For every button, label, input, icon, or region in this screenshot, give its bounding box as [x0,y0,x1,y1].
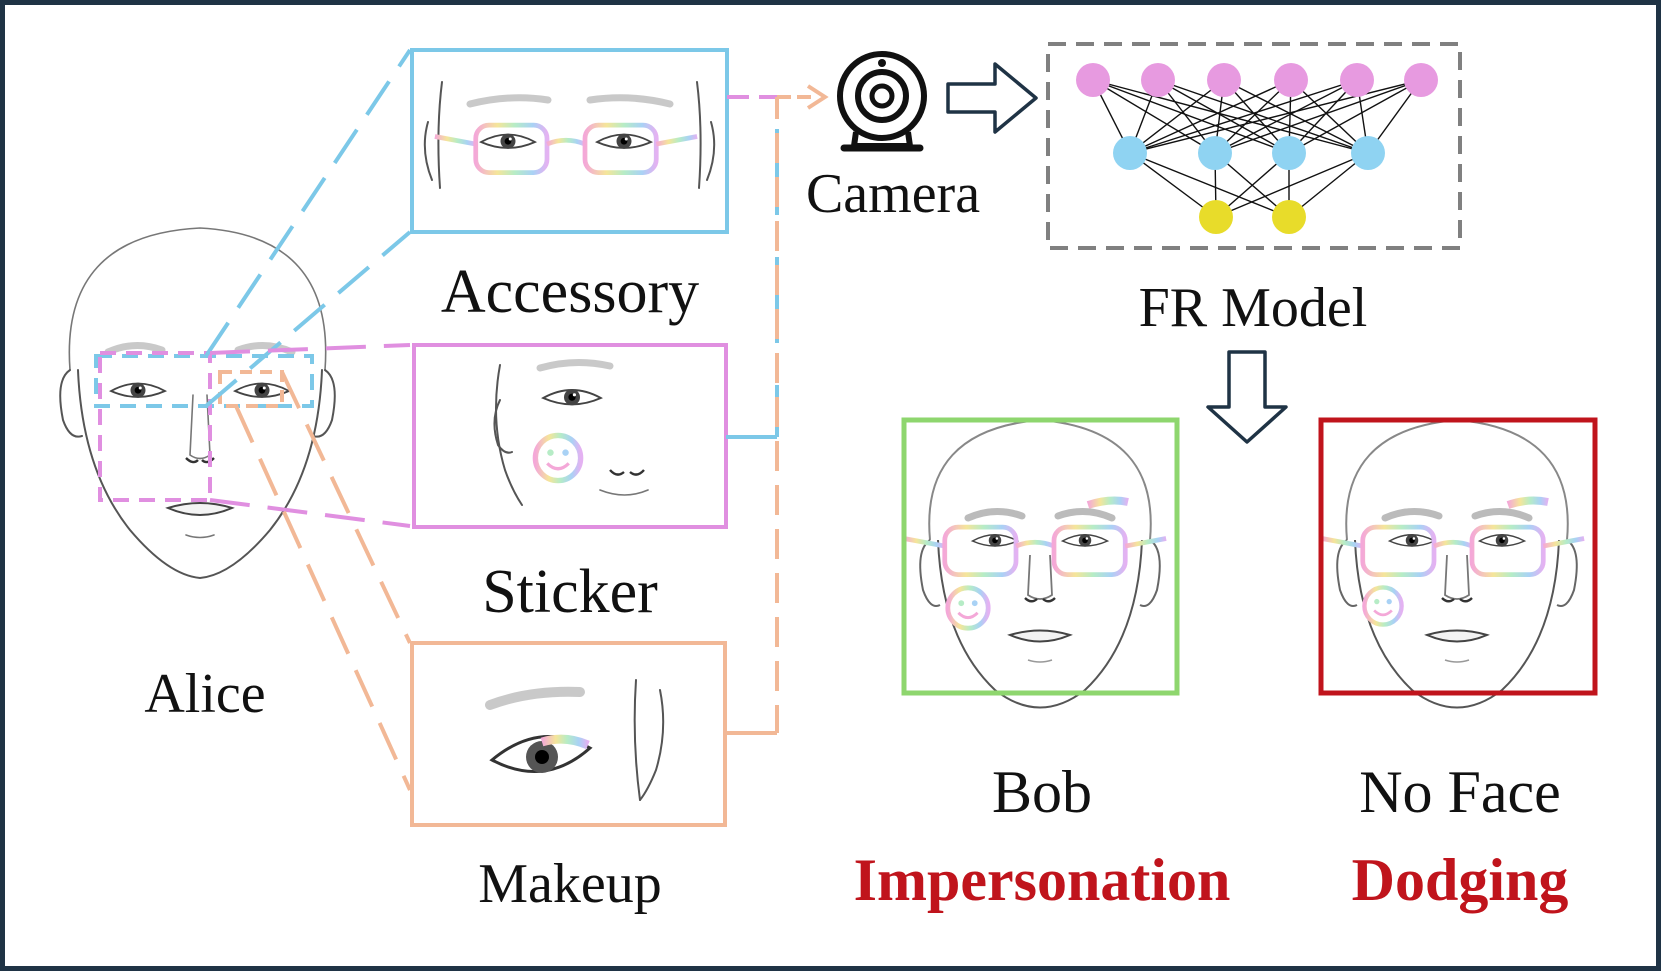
network-edge [1092,79,1216,154]
sticker-panel [412,343,728,529]
fr-model-label: FR Model [1139,277,1368,339]
accessory-label: Accessory [441,258,699,326]
sticker-label: Sticker [482,558,658,626]
output-node [1272,200,1306,234]
hollow-right-arrow-icon [946,62,1038,134]
hidden-node [1113,136,1147,170]
accessory-panel [410,48,729,234]
hidden-node [1351,136,1385,170]
fr-model-box [1046,42,1462,250]
output-node [1199,200,1233,234]
panel-to-camera-connectors [725,84,829,735]
hidden-node [1198,136,1232,170]
hollow-down-arrow-icon [1206,350,1288,444]
network-nodes [1076,63,1438,234]
network-edge [1214,79,1422,154]
network-edge [1129,79,1225,154]
dodging-label: Dodging [1352,847,1569,913]
network-edge [1092,79,1369,154]
network-edge [1129,79,1292,154]
zoom-connectors [204,48,412,791]
makeup-panel [410,641,727,827]
alice-label: Alice [144,663,265,725]
network-edge [1290,79,1369,154]
network-edge [1157,79,1369,154]
bob-label: Bob [992,759,1092,825]
accessory-region-box [94,354,314,408]
network-edge [1288,79,1422,154]
network-edge [1092,79,1290,154]
input-node [1274,63,1308,97]
network-edge [1215,152,1369,218]
input-node [1076,63,1110,97]
dodging-face [1318,417,1598,708]
input-node [1340,63,1374,97]
impersonation-label: Impersonation [854,847,1231,913]
network-edge [1223,79,1369,154]
makeup-region-box [218,370,284,408]
webcam-icon [837,51,927,152]
dodging-detection-box [1318,417,1598,696]
network-edge [1129,152,1290,218]
network-edge [1214,79,1358,154]
network-edge [1157,79,1290,154]
network-edge [1129,79,1422,154]
hidden-node [1272,136,1306,170]
no-face-label: No Face [1359,759,1561,825]
sticker-region-box [98,351,212,502]
input-node [1404,63,1438,97]
impersonation-detection-box [901,417,1180,696]
alice-face-illustration [59,227,336,580]
input-node [1207,63,1241,97]
network-edge [1129,79,1358,154]
camera-label: Camera [806,163,980,225]
makeup-label: Makeup [478,853,662,915]
network-edge [1214,79,1292,154]
impersonation-face [901,417,1180,708]
network-edge [1129,152,1217,218]
input-node [1141,63,1175,97]
